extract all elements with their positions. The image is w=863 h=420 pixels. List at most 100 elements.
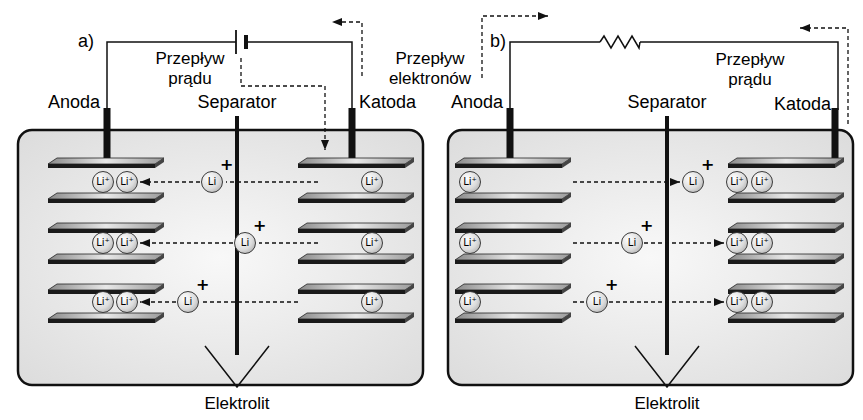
flow-label: Przepływ prądu	[704, 50, 796, 89]
ion-path	[259, 242, 318, 243]
electrode-label: Anoda	[48, 92, 100, 113]
ion-path	[573, 242, 619, 243]
electrode-layer	[48, 254, 164, 264]
ion-charge: +	[640, 218, 653, 234]
ion-symbol: Li⁺	[120, 177, 134, 187]
electrode-layer	[728, 158, 844, 168]
ion-charge: +	[196, 277, 209, 293]
ion-symbol: Li⁺	[755, 238, 769, 248]
separator-label: Separator	[197, 92, 276, 113]
separator-membrane	[665, 116, 669, 355]
ion-symbol: Li⁺	[730, 177, 744, 187]
lithium-ion: Li⁺	[751, 232, 773, 254]
lithium-ion: Li⁺	[92, 232, 114, 254]
ion-symbol: Li⁺	[755, 297, 769, 307]
lithium-ion: Li⁺	[92, 171, 114, 193]
lithium-ion: Li⁺	[459, 232, 481, 254]
lithium-ion: Li⁺	[751, 291, 773, 313]
electrode-label: Katoda	[359, 92, 416, 113]
ion-symbol: Li	[208, 177, 216, 187]
electrode-layer	[728, 313, 844, 323]
electrode-label: Anoda	[451, 92, 503, 113]
electrode-layer	[728, 254, 844, 264]
lithium-ion: Li⁺	[116, 232, 138, 254]
ion-path	[573, 301, 584, 302]
ion-symbol: Li⁺	[463, 177, 477, 187]
electrode-terminal	[104, 108, 111, 162]
electrode-layer	[298, 193, 414, 203]
electrolyte-label: Elektrolit	[634, 394, 699, 414]
electrode-layer	[728, 284, 844, 294]
lithium-ion: Li⁺	[726, 291, 748, 313]
ion-path	[573, 181, 680, 182]
flow-label: Przepływ elektronów	[382, 49, 478, 88]
electrode-terminal	[507, 108, 514, 162]
ion-symbol: Li⁺	[463, 238, 477, 248]
ion-charge: +	[701, 157, 714, 173]
ion-symbol: Li⁺	[365, 297, 379, 307]
lithium-ion: Li⁺	[459, 291, 481, 313]
lithium-ion: Li⁺	[116, 171, 138, 193]
ion-symbol: Li⁺	[730, 297, 744, 307]
moving-ion: Li+	[586, 291, 608, 313]
lithium-ion: Li⁺	[726, 232, 748, 254]
panel-letter: b)	[490, 31, 506, 52]
panel-letter: a)	[78, 31, 94, 52]
lithium-ion: Li⁺	[92, 291, 114, 313]
electrode-layer	[455, 158, 571, 168]
leader-line	[635, 346, 699, 387]
moving-ion: Li+	[177, 291, 199, 313]
cell-housing	[18, 130, 423, 385]
electrode-layer	[298, 284, 414, 294]
lithium-ion: Li⁺	[116, 291, 138, 313]
electrode-layer	[298, 254, 414, 264]
electrode-layer	[728, 193, 844, 203]
electrode-layer	[48, 193, 164, 203]
ion-path-arrow	[140, 242, 233, 243]
battery-symbol	[235, 30, 237, 54]
electrode-layer	[728, 223, 844, 233]
electrode-terminal	[832, 108, 839, 162]
electrode-label: Katoda	[774, 94, 831, 115]
moving-ion: Li+	[234, 232, 256, 254]
electrode-terminal	[349, 108, 356, 162]
electrode-layer	[48, 158, 164, 168]
ion-charge: +	[605, 277, 618, 293]
lithium-ion: Li⁺	[361, 291, 383, 313]
ion-charge: +	[220, 157, 233, 173]
ion-symbol: Li	[689, 177, 697, 187]
flow-label: Przepływ prądu	[144, 49, 236, 88]
ion-path-arrow	[644, 242, 724, 243]
electrode-layer	[298, 158, 414, 168]
lithium-ion: Li⁺	[751, 171, 773, 193]
flow-arrow	[332, 22, 362, 76]
moving-ion: Li+	[682, 171, 704, 193]
electrode-layer	[298, 313, 414, 323]
ion-symbol: Li⁺	[96, 297, 110, 307]
ion-symbol: Li	[593, 297, 601, 307]
lithium-ion: Li⁺	[361, 232, 383, 254]
electrode-layer	[455, 313, 571, 323]
lithium-ion: Li⁺	[361, 171, 383, 193]
electrode-layer	[455, 193, 571, 203]
electrolyte-label: Elektrolit	[204, 394, 269, 414]
ion-path-arrow	[609, 301, 724, 302]
ion-symbol: Li⁺	[730, 238, 744, 248]
separator-label: Separator	[627, 92, 706, 113]
ion-symbol: Li⁺	[120, 297, 134, 307]
ion-symbol: Li	[241, 238, 249, 248]
ion-path	[226, 181, 318, 182]
ion-symbol: Li	[184, 297, 192, 307]
ion-charge: +	[253, 218, 266, 234]
battery-symbol	[244, 35, 248, 49]
ion-path-arrow	[140, 301, 176, 302]
flow-arrow	[482, 16, 548, 78]
electrode-layer	[298, 223, 414, 233]
lithium-ion: Li⁺	[726, 171, 748, 193]
moving-ion: Li+	[621, 232, 643, 254]
electrode-layer	[48, 313, 164, 323]
cell-housing	[448, 130, 853, 385]
ion-symbol: Li⁺	[96, 238, 110, 248]
ion-symbol: Li⁺	[365, 238, 379, 248]
